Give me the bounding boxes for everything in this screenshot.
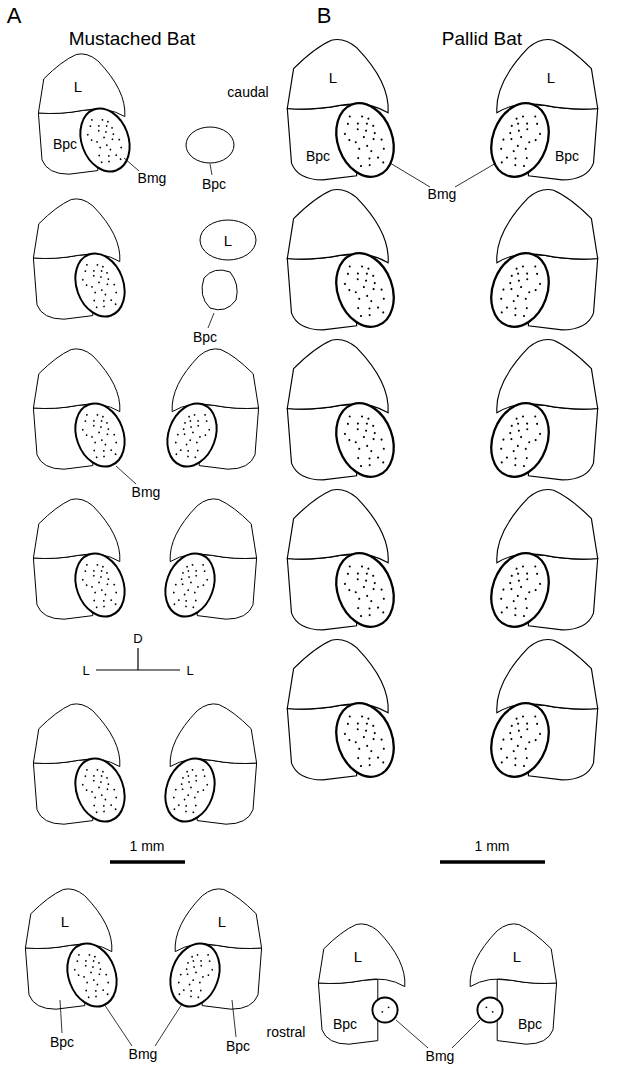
axis-label: L	[186, 664, 193, 677]
region-label: Bpc	[226, 1039, 250, 1053]
panel-title: Mustached Bat	[69, 29, 196, 48]
region-label: L	[513, 949, 521, 964]
region-label: Bmg	[138, 171, 167, 185]
region-label: Bpc	[193, 330, 217, 344]
region-label: Bpc	[202, 177, 226, 191]
region-label: L	[224, 233, 232, 248]
axis-label: D	[133, 632, 142, 645]
panel-title: Pallid Bat	[442, 29, 522, 48]
region-label: Bpc	[555, 149, 579, 163]
region-label: L	[547, 70, 555, 85]
region-label: Bpc	[306, 149, 330, 163]
panel-a-sections	[25, 54, 261, 1014]
region-label: Bpc	[333, 1017, 357, 1031]
region-label: L	[218, 914, 226, 929]
scale-label: 1 mm	[475, 839, 510, 853]
region-label: L	[329, 70, 337, 85]
region-label: Bmg	[132, 485, 161, 499]
region-label: Bmg	[426, 1049, 455, 1063]
region-label: Bpc	[50, 1035, 74, 1049]
region-label: L	[354, 949, 362, 964]
axis-label: L	[82, 664, 89, 677]
scale-label: 1 mm	[130, 839, 165, 853]
region-label: Bpc	[518, 1017, 542, 1031]
orientation-cross	[96, 648, 180, 670]
axis-note: rostral	[267, 1025, 306, 1039]
panel-letter: A	[7, 5, 22, 27]
region-label: Bmg	[129, 1047, 158, 1061]
region-label: Bpc	[53, 137, 77, 151]
region-label: L	[61, 914, 69, 929]
panel-letter: B	[317, 5, 332, 27]
leader-lines	[60, 158, 496, 1048]
axis-note: caudal	[227, 85, 268, 99]
panel-b-sections	[287, 40, 597, 1045]
region-label: L	[74, 79, 82, 94]
region-label: Bmg	[428, 187, 457, 201]
scale-bar	[110, 860, 545, 864]
